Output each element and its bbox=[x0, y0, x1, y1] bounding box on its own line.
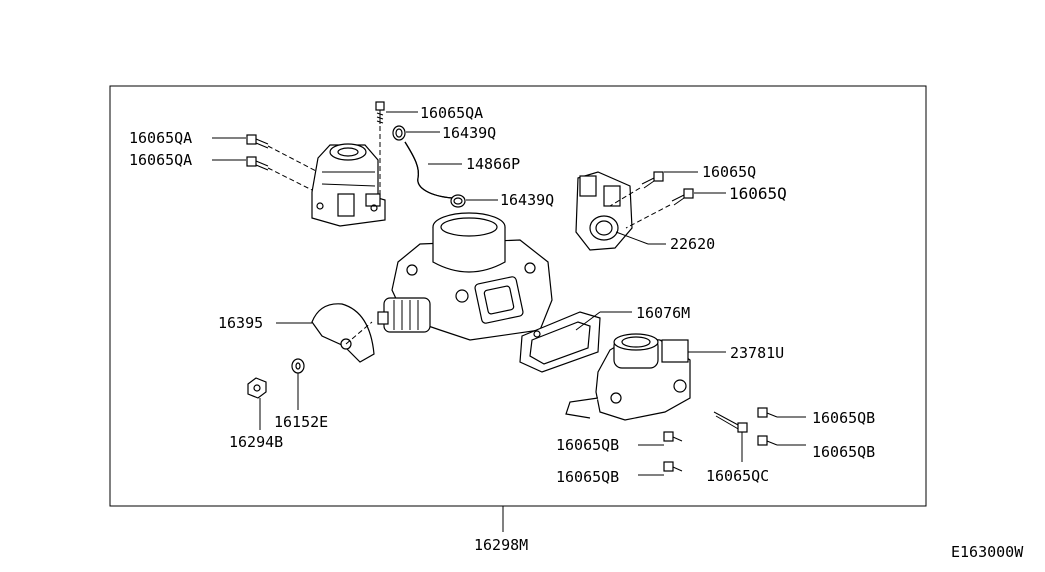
screw-qb-left-2 bbox=[663, 461, 683, 472]
screw-qb-left-1 bbox=[663, 431, 683, 442]
label-screw-q-2: 16065Q bbox=[729, 184, 787, 203]
label-screw-qa-left-1: 16065QA bbox=[129, 129, 192, 147]
hose bbox=[404, 141, 453, 199]
label-screw-qb-right-2: 16065QB bbox=[812, 443, 875, 461]
screw-qc bbox=[713, 411, 748, 462]
label-gasket: 16076M bbox=[636, 304, 690, 322]
label-screw-qb-left-2: 16065QB bbox=[556, 468, 619, 486]
drawing-code: E163000W bbox=[951, 543, 1024, 561]
screw-q-1 bbox=[609, 171, 664, 207]
label-screw-q-1: 16065Q bbox=[702, 163, 756, 181]
label-hose-clamp-top: 16439Q bbox=[442, 124, 496, 142]
label-throttle-lever: 16395 bbox=[218, 314, 263, 332]
label-screw-qb-right-1: 16065QB bbox=[812, 409, 875, 427]
screw-qa-top bbox=[375, 101, 385, 195]
label-hose-clamp-bottom: 16439Q bbox=[500, 191, 554, 209]
label-assembly: 16298M bbox=[474, 536, 528, 554]
idle-air-control-valve bbox=[565, 333, 691, 421]
label-throttle-sensor: 22620 bbox=[670, 235, 715, 253]
leader-lines bbox=[212, 111, 806, 476]
nut bbox=[247, 377, 267, 430]
diagram-frame bbox=[109, 85, 927, 507]
screw-qb-right-2 bbox=[757, 435, 778, 446]
label-washer: 16152E bbox=[274, 413, 328, 431]
label-screw-qb-left-1: 16065QB bbox=[556, 436, 619, 454]
screw-qa-left-1 bbox=[246, 134, 319, 173]
screw-qa-left-2 bbox=[246, 156, 317, 193]
washer bbox=[291, 358, 305, 410]
label-nut: 16294B bbox=[229, 433, 283, 451]
label-hose: 14866P bbox=[466, 155, 520, 173]
label-iacv: 23781U bbox=[730, 344, 784, 362]
label-screw-qa-left-2: 16065QA bbox=[129, 151, 192, 169]
label-screw-qa-top: 16065QA bbox=[420, 104, 483, 122]
throttle-body bbox=[377, 212, 553, 341]
screw-qb-right-1 bbox=[757, 407, 778, 418]
label-screw-qc: 16065QC bbox=[706, 467, 769, 485]
hose-clamp-top bbox=[392, 125, 406, 141]
screw-q-2 bbox=[625, 188, 694, 229]
throttle-lever bbox=[311, 303, 375, 363]
throttle-position-sensor bbox=[575, 171, 649, 251]
hose-clamp-bottom bbox=[450, 194, 466, 208]
actuator bbox=[311, 143, 386, 227]
